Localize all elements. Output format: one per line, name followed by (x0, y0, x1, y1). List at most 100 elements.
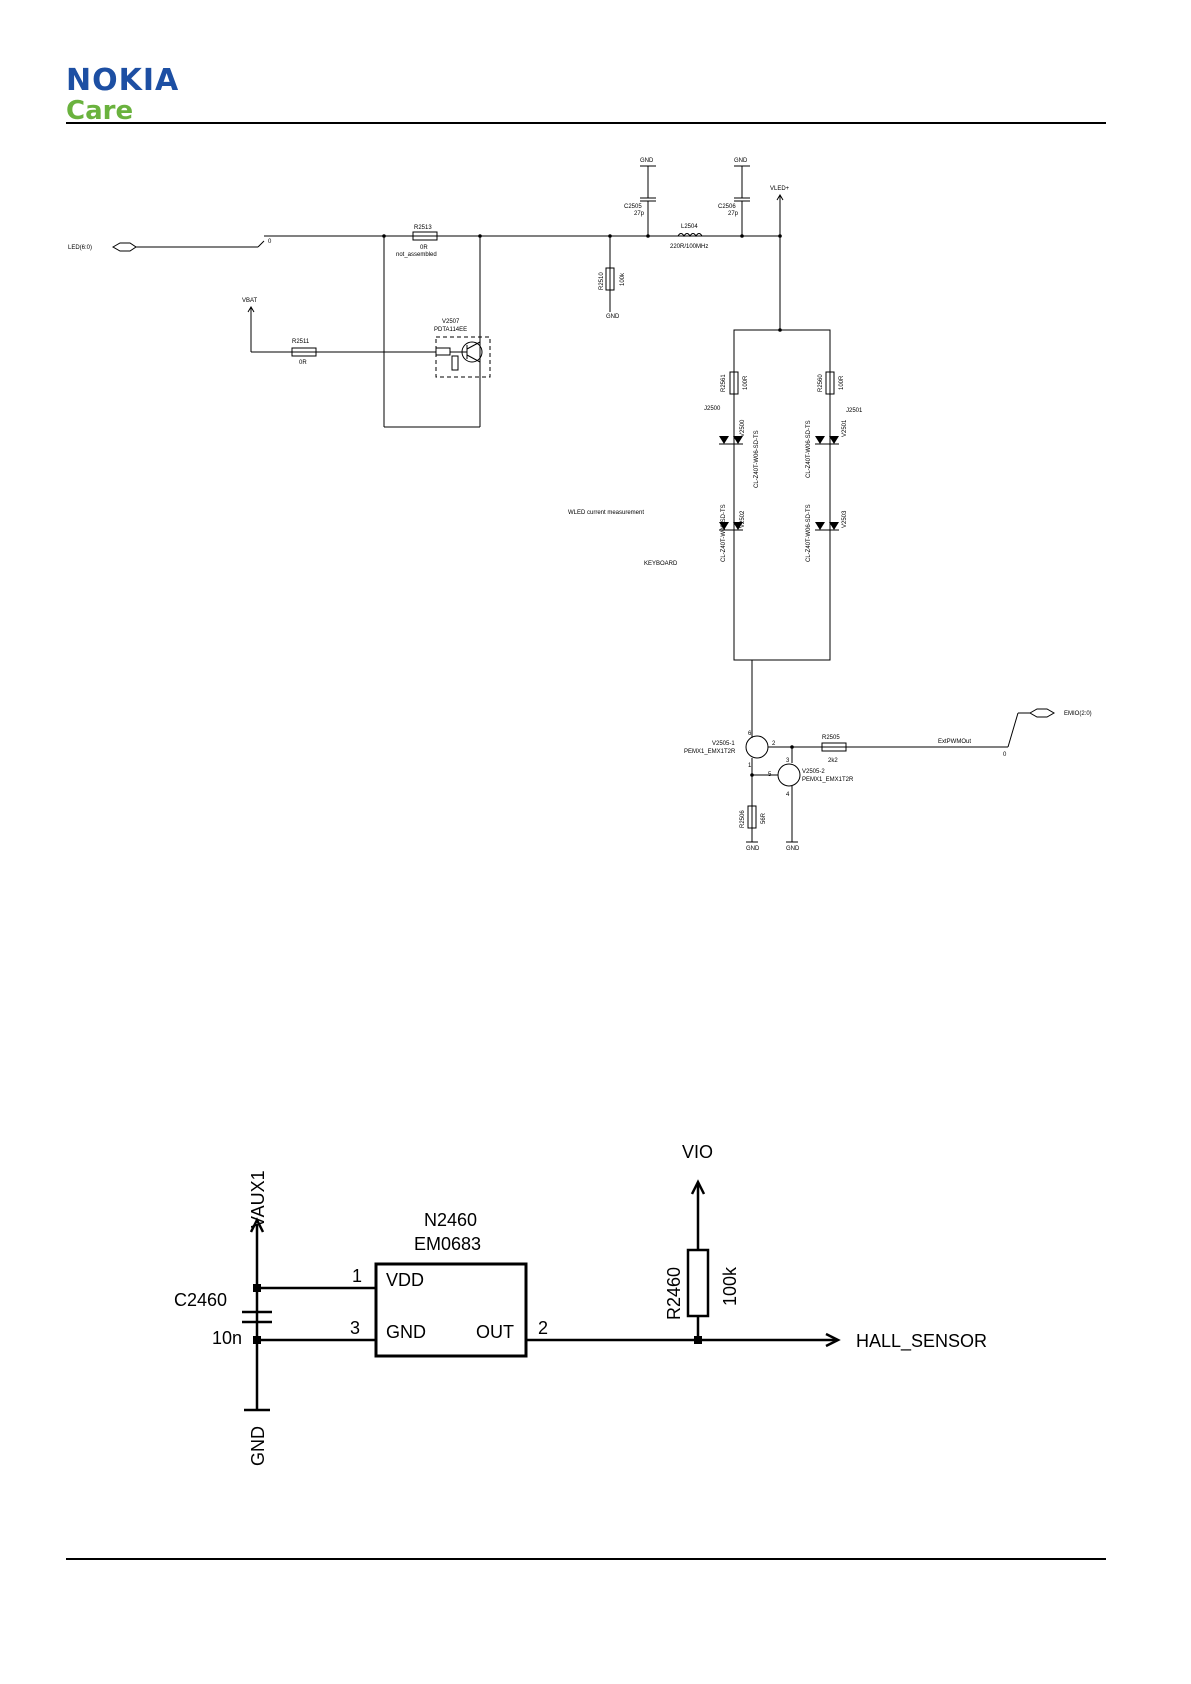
r2511-resistor (291, 347, 317, 357)
svg-text:R2510: R2510 (599, 272, 605, 290)
svg-text:V2505-1: V2505-1 (712, 741, 735, 747)
svg-text:VBAT: VBAT (242, 298, 258, 304)
svg-text:GND: GND (734, 158, 748, 164)
svg-text:27p: 27p (728, 211, 739, 217)
v2500-led (719, 436, 729, 444)
v2507-transistor (435, 336, 491, 378)
svg-text:0R: 0R (299, 360, 307, 366)
r2460-value: 100k (720, 1266, 740, 1306)
l2504-inductor (677, 233, 703, 237)
svg-text:220R/100MHz: 220R/100MHz (670, 244, 708, 250)
svg-text:R2505: R2505 (822, 735, 840, 741)
svg-text:6: 6 (748, 731, 752, 737)
v2502-led (719, 522, 729, 530)
r2560-resistor (825, 371, 835, 395)
svg-text:2: 2 (538, 1318, 548, 1338)
keyboard-led-box (733, 329, 831, 661)
svg-text:CL-Z40T-W06-SD-TS: CL-Z40T-W06-SD-TS (806, 504, 812, 562)
svg-text:2k2: 2k2 (828, 758, 838, 764)
ic-ref: N2460 (424, 1210, 477, 1230)
svg-text:V2502: V2502 (740, 510, 746, 528)
r2561-resistor (729, 371, 739, 395)
svg-text:V2505-2: V2505-2 (802, 769, 825, 775)
brand-name: NOKIA (66, 63, 180, 98)
r2460-label: R2460 (664, 1267, 684, 1320)
svg-text:PEMX1_EMX1T2R: PEMX1_EMX1T2R (684, 749, 736, 755)
r2513-resistor (412, 231, 438, 241)
svg-text:not_assembled: not_assembled (396, 252, 437, 258)
svg-text:VLED+: VLED+ (770, 186, 790, 192)
svg-text:27p: 27p (634, 211, 645, 217)
svg-text:V2501: V2501 (842, 419, 848, 437)
svg-text:0: 0 (268, 239, 272, 245)
ic-pin-vdd: VDD (386, 1270, 424, 1290)
svg-text:R2513: R2513 (414, 225, 432, 231)
svg-text:L2504: L2504 (681, 224, 698, 230)
svg-text:R2560: R2560 (818, 374, 824, 392)
svg-text:V2500: V2500 (740, 419, 746, 437)
svg-text:100R: 100R (743, 375, 749, 390)
c2460-label: C2460 (174, 1290, 227, 1310)
svg-text:J2500: J2500 (704, 406, 721, 412)
svg-text:WLED current measurement: WLED current measurement (568, 510, 644, 516)
svg-text:GND: GND (786, 846, 800, 852)
r2460-resistor (686, 1248, 710, 1318)
nokia-care-logo: NOKIA Care (66, 63, 180, 127)
svg-text:V2507: V2507 (442, 319, 460, 325)
svg-text:R2506: R2506 (740, 810, 746, 828)
svg-text:3: 3 (786, 758, 790, 764)
schematic-hall-sensor: VAUX1 C2460 10n GND N2460 EM0683 VDD GND… (174, 1142, 987, 1466)
vaux-label: VAUX1 (248, 1170, 268, 1228)
vio-label: VIO (682, 1142, 713, 1162)
svg-text:ExtPWMOut: ExtPWMOut (938, 739, 971, 745)
v2503-led (815, 522, 825, 530)
svg-text:GND: GND (606, 314, 620, 320)
led-port-connector (111, 242, 137, 252)
svg-text:CL-Z40T-W06-SD-TS: CL-Z40T-W06-SD-TS (806, 420, 812, 478)
svg-text:GND: GND (640, 158, 654, 164)
svg-text:0: 0 (1003, 752, 1007, 758)
ic-pin-out: OUT (476, 1322, 514, 1342)
gnd-label: GND (248, 1426, 268, 1466)
n2460-ic (374, 1262, 528, 1358)
footer-rule (66, 1558, 1106, 1560)
svg-text:PDTA114EE: PDTA114EE (434, 327, 467, 333)
svg-text:C2506: C2506 (718, 204, 736, 210)
svg-text:100R: 100R (839, 375, 845, 390)
svg-text:0R: 0R (420, 245, 428, 251)
svg-text:1: 1 (748, 763, 752, 769)
r2506-resistor (747, 805, 757, 829)
v2505-2-transistor (777, 763, 801, 787)
brand-sub: Care (66, 96, 134, 126)
svg-text:R2561: R2561 (721, 374, 727, 392)
schematic-led-driver: LED(6:0) 0 R2513 0R not_assembled VBAT R… (68, 158, 1092, 852)
emio-port-connector (1028, 708, 1056, 718)
led-port-label: LED(6:0) (68, 245, 92, 251)
r2510-resistor (605, 267, 615, 291)
header-rule (66, 122, 1106, 124)
svg-text:2: 2 (772, 741, 776, 747)
svg-text:4: 4 (786, 792, 790, 798)
ic-part: EM0683 (414, 1234, 481, 1254)
svg-text:GND: GND (746, 846, 760, 852)
svg-text:56R: 56R (761, 812, 767, 824)
svg-text:KEYBOARD: KEYBOARD (644, 561, 678, 567)
v2505-1-transistor (745, 735, 769, 759)
v2501-led (815, 436, 825, 444)
ic-pin-gnd: GND (386, 1322, 426, 1342)
r2505-resistor (821, 742, 847, 752)
svg-text:EMIO(2:0): EMIO(2:0) (1064, 711, 1092, 717)
svg-text:1: 1 (352, 1266, 362, 1286)
hall-sensor-label: HALL_SENSOR (856, 1331, 987, 1352)
c2460-value: 10n (212, 1328, 242, 1348)
svg-text:CL-Z40T-W06-SD-TS: CL-Z40T-W06-SD-TS (721, 504, 727, 562)
svg-text:PEMX1_EMX1T2R: PEMX1_EMX1T2R (802, 777, 854, 783)
svg-text:CL-Z40T-W06-SD-TS: CL-Z40T-W06-SD-TS (754, 430, 760, 488)
svg-text:J2501: J2501 (846, 408, 863, 414)
svg-text:V2503: V2503 (842, 510, 848, 528)
svg-text:100k: 100k (620, 272, 626, 286)
svg-text:C2505: C2505 (624, 204, 642, 210)
svg-text:3: 3 (350, 1318, 360, 1338)
svg-text:R2511: R2511 (292, 339, 310, 345)
